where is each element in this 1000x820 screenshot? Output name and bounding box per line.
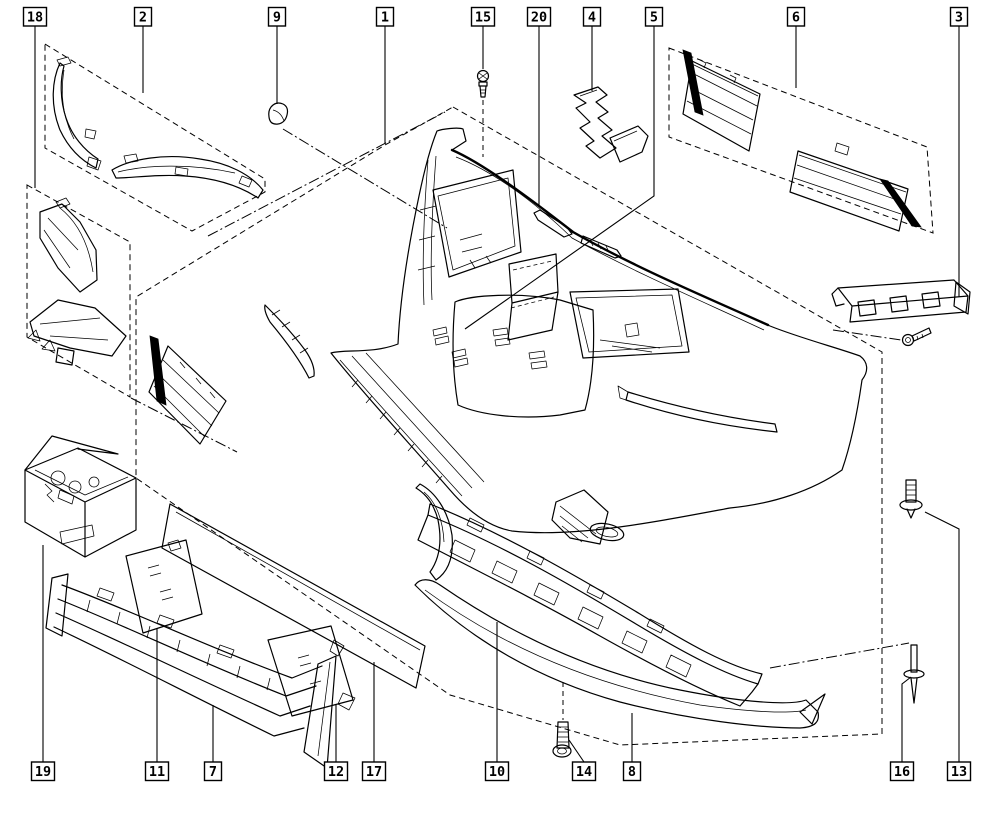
- part-bolt-3: [901, 327, 932, 347]
- callout-20[interactable]: 20: [526, 6, 552, 27]
- svg-text:16[interactable]: 16: [894, 764, 910, 780]
- svg-text:20[interactable]: 20: [531, 10, 547, 26]
- part-screw-15: [476, 69, 490, 98]
- callout-2[interactable]: 2: [133, 6, 153, 27]
- region-bumper-main: [135, 106, 883, 746]
- construction-axes: [130, 100, 910, 720]
- part-plate-11: [125, 539, 203, 634]
- part-grille-6-left: [682, 49, 761, 152]
- svg-text:12[interactable]: 12: [328, 764, 344, 780]
- region-grilles-right: [668, 47, 934, 234]
- callout-13[interactable]: 13: [946, 761, 972, 782]
- svg-text:4[interactable]: 4: [588, 10, 596, 26]
- part-grille-6-right: [789, 142, 922, 232]
- callout-17[interactable]: 17: [361, 761, 387, 782]
- svg-text:1[interactable]: 1: [381, 10, 389, 26]
- part-grille-5: [148, 335, 227, 445]
- callout-10[interactable]: 10: [484, 761, 510, 782]
- callout-8[interactable]: 8: [622, 761, 642, 782]
- svg-text:8[interactable]: 8: [628, 764, 636, 780]
- part-headlight-trim-left-upper: [52, 56, 102, 171]
- part-lower-grille-7: [45, 573, 337, 769]
- svg-text:19[interactable]: 19: [35, 764, 51, 780]
- callout-4[interactable]: 4: [582, 6, 602, 27]
- callout-11[interactable]: 11: [144, 761, 170, 782]
- svg-text:13[interactable]: 13: [951, 764, 967, 780]
- region-headlight-trims: [44, 43, 266, 232]
- part-clip-20: [533, 209, 573, 238]
- svg-text:15[interactable]: 15: [475, 10, 491, 26]
- part-mesh-grille-17: [161, 503, 426, 689]
- callout-3[interactable]: 3: [949, 6, 969, 27]
- part-plate-12: [267, 625, 356, 717]
- svg-text:5[interactable]: 5: [650, 10, 658, 26]
- svg-text:17[interactable]: 17: [366, 764, 382, 780]
- construction-regions: [26, 43, 934, 746]
- svg-text:18[interactable]: 18: [27, 10, 43, 26]
- callout-7[interactable]: 7: [203, 761, 223, 782]
- callout-6[interactable]: 6: [786, 6, 806, 27]
- axis-fog-region: [130, 397, 238, 453]
- axis-beam-bolt: [832, 329, 902, 341]
- part-fog-lamp-upper-18: [39, 197, 98, 293]
- svg-text:6[interactable]: 6: [792, 10, 800, 26]
- part-towhook-cover: [268, 102, 289, 125]
- callout-16[interactable]: 16: [889, 761, 915, 782]
- part-bracket-4: [573, 86, 649, 163]
- callout-15[interactable]: 15: [470, 6, 496, 27]
- callout-12[interactable]: 12: [323, 761, 349, 782]
- callout-19[interactable]: 19: [30, 761, 56, 782]
- callout-9[interactable]: 9: [267, 6, 287, 27]
- svg-text:9[interactable]: 9: [273, 10, 281, 26]
- svg-text:3[interactable]: 3: [955, 10, 963, 26]
- axis-rivet-16: [769, 642, 910, 669]
- svg-text:11[interactable]: 11: [149, 764, 165, 780]
- leader-lines: [34, 26, 960, 763]
- svg-text:2[interactable]: 2: [139, 10, 147, 26]
- part-spoiler-8: [414, 579, 826, 729]
- part-screw-13: [899, 479, 923, 519]
- svg-text:14[interactable]: 14: [576, 764, 592, 780]
- part-hardware-box-19: [24, 435, 137, 558]
- part-headlight-trim-left-lower: [111, 153, 264, 199]
- part-bumper-cover: [330, 127, 868, 545]
- axis-towhook-cover: [282, 128, 448, 229]
- part-duct-wing: [551, 489, 609, 545]
- axis-trim-region: [207, 111, 446, 237]
- part-absorber-10: [417, 503, 763, 707]
- region-fog-lamps: [26, 184, 131, 398]
- part-rivet-16: [903, 644, 925, 704]
- callout-1[interactable]: 1: [375, 6, 395, 27]
- part-bumper-beam-3: [831, 279, 971, 347]
- callout-5[interactable]: 5: [644, 6, 664, 27]
- part-fog-lamp-lower-18: [27, 299, 127, 366]
- part-bolt-14: [552, 721, 572, 758]
- callout-14[interactable]: 14: [571, 761, 597, 782]
- part-trim-blade-center: [264, 304, 315, 379]
- callout-labels: 18 2 9 1 15 20 4 5: [22, 6, 972, 782]
- svg-text:7[interactable]: 7: [209, 764, 217, 780]
- callout-18[interactable]: 18: [22, 6, 48, 27]
- svg-text:10[interactable]: 10: [489, 764, 505, 780]
